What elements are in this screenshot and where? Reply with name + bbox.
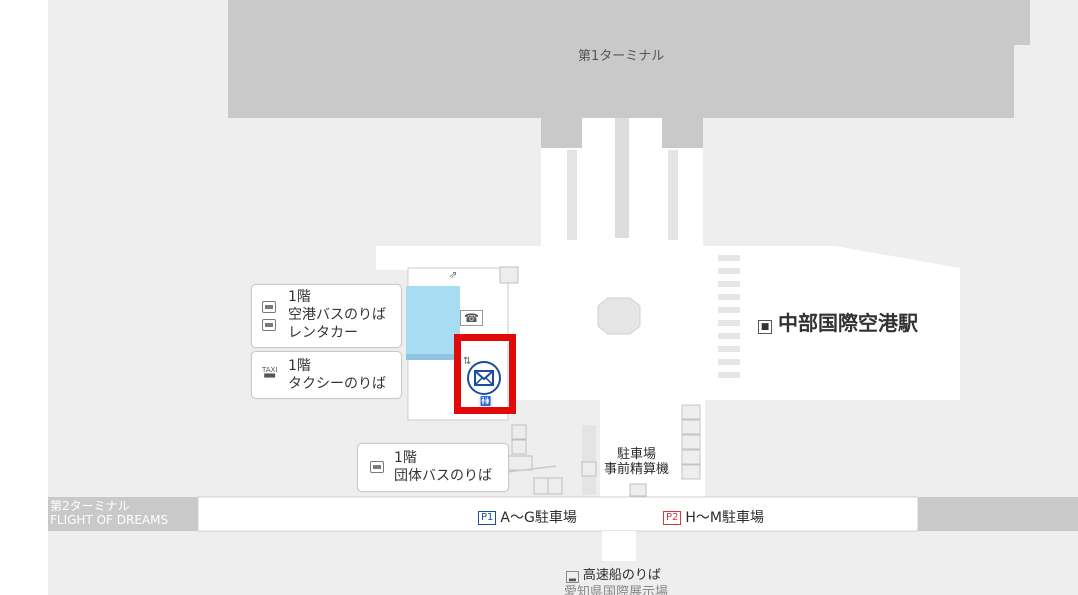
callout-taxi-floor: 1階 — [288, 358, 311, 374]
bus-icon — [262, 301, 276, 313]
parking-machine-line2: 事前精算機 — [604, 462, 670, 477]
taxi-icon: TAXI▀▀ — [262, 366, 278, 382]
train-icon: ■ — [758, 320, 772, 334]
escalator-icon: ⇗ — [449, 270, 458, 281]
restroom-icon: 🚻 — [478, 397, 494, 407]
terminal1-building — [228, 0, 1030, 118]
callout-taxi-label: タクシーのりば — [288, 376, 386, 392]
elevator-icon: ⇅ — [463, 356, 472, 367]
parking-hm-label: H〜M駐車場 — [685, 510, 765, 526]
station-name: 中部国際空港駅 — [778, 311, 918, 335]
terminal2-building — [48, 497, 198, 531]
station-stairs — [718, 255, 740, 378]
mail-icon[interactable] — [467, 361, 501, 395]
parking-walkway — [197, 496, 919, 532]
ship-icon: ▂ — [566, 571, 579, 583]
callout-group-label: 団体バスのりば — [394, 468, 492, 484]
exhibition-label: 愛知県国際展示場 — [564, 585, 669, 595]
callout-group-bus[interactable]: 1階 団体バスのりば — [357, 443, 509, 492]
bus-icon — [370, 461, 384, 473]
callout-rental-label: レンタカー — [288, 325, 358, 341]
water-feature — [406, 286, 460, 354]
callout-taxi[interactable]: TAXI▀▀ 1階 タクシーのりば — [251, 351, 402, 399]
p2-badge: P2 — [663, 511, 682, 525]
terminal2-subtitle: FLIGHT OF DREAMS — [50, 513, 169, 527]
parking-machine-line1: 駐車場 — [617, 447, 657, 462]
callout-bus-floor: 1階 — [288, 289, 311, 305]
highlight-box — [454, 334, 516, 414]
callout-bus-rental[interactable]: 1階 空港バスのりば レンタカー — [251, 284, 402, 348]
terminal2-label: 第2ターミナル FLIGHT OF DREAMS — [50, 499, 168, 527]
phone-icon: ☎ — [460, 310, 483, 326]
ferry-name: 高速船のりば — [582, 568, 661, 583]
callout-bus-label: 空港バスのりば — [288, 307, 386, 323]
parking-machine-label: 駐車場 事前精算機 — [604, 447, 669, 477]
terminal2-name: 第2ターミナル — [50, 499, 130, 513]
callout-group-floor: 1階 — [394, 450, 417, 466]
car-icon — [262, 319, 276, 331]
station-label: ■ 中部国際空港駅 — [758, 307, 918, 336]
envelope-glyph — [474, 370, 494, 386]
terminal1-label: 第1ターミナル — [578, 49, 665, 64]
ferry-label: ▂高速船のりば 愛知県国際展示場 — [564, 568, 669, 595]
center-kiosk — [597, 297, 641, 335]
parking-ag-label: A〜G駐車場 — [500, 510, 577, 526]
p1-badge: P1 — [478, 511, 497, 525]
main-concourse — [376, 246, 960, 497]
right-blocks — [681, 404, 701, 480]
